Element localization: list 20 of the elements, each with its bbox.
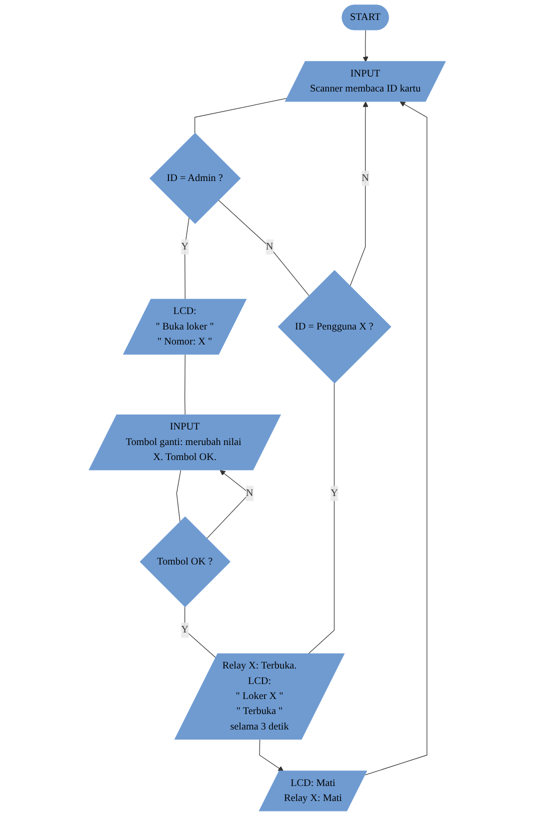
node-diamond: Tombol OK ? [140, 516, 230, 608]
connector [218, 200, 310, 296]
connector [308, 382, 334, 654]
connector [176, 470, 181, 522]
node-diamond: ID = Pengguna X ? [278, 270, 392, 384]
edge-label: Y [330, 488, 338, 498]
arrow [258, 739, 284, 772]
arrow [349, 102, 368, 287]
edge-label: Y [180, 241, 188, 252]
edge-label: Y [180, 624, 188, 636]
edge-label: N [246, 488, 253, 498]
connector [194, 98, 288, 134]
arrow [364, 102, 428, 776]
edge-label: N [361, 172, 369, 184]
connector [184, 354, 186, 416]
edge-label: N [266, 241, 273, 252]
connector [184, 217, 190, 300]
node-diamond: ID = Admin ? [149, 132, 241, 224]
arrow [362, 30, 368, 62]
connector [184, 606, 216, 658]
